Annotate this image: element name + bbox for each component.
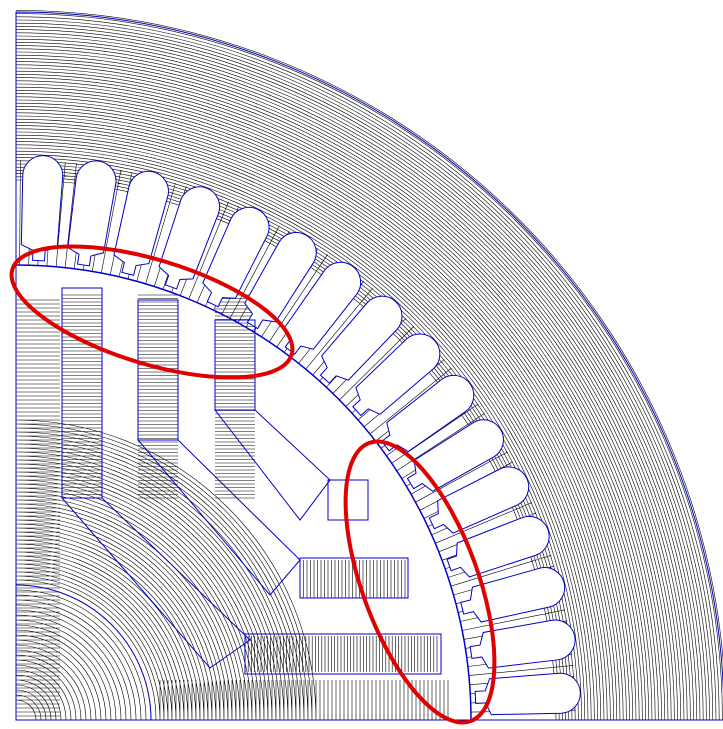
stator-slot: [319, 295, 403, 384]
stator-slot: [244, 232, 317, 330]
stator-slot: [352, 333, 441, 417]
highlight-ellipse: [343, 439, 497, 725]
stator-slot: [283, 261, 362, 355]
flux-line-field: [16, 10, 723, 721]
stator-outer-boundary: [15, 11, 723, 721]
air-gap-arc: [15, 264, 472, 721]
slot-outline: [20, 155, 64, 262]
shaft-boundary: [15, 584, 152, 721]
highlight-ellipse: [9, 244, 295, 380]
slot-outline: [474, 672, 581, 716]
slot-outline: [113, 170, 169, 276]
slot-outline: [469, 619, 576, 669]
flux-barrier: [60, 497, 251, 669]
flux-barrier: [136, 439, 301, 596]
slot-outline: [244, 232, 317, 330]
highlight-ellipses: [9, 244, 497, 725]
slot-outline: [381, 374, 475, 453]
slot-outline: [406, 419, 504, 492]
stator-slot: [406, 419, 504, 492]
rotor-magnet: [244, 633, 442, 675]
flux-barrier: [213, 409, 331, 521]
slot-outline: [67, 160, 117, 267]
stator-slot: [20, 155, 64, 262]
flux-lines: [16, 10, 723, 721]
slot-outline: [352, 333, 441, 417]
stator-outline: [15, 11, 723, 721]
stator-slot: [67, 160, 117, 267]
stator-slot: [469, 619, 576, 669]
stator-slots: [20, 155, 581, 716]
slot-outline: [283, 261, 362, 355]
stator-slot: [113, 170, 169, 276]
stator-slot: [381, 374, 475, 453]
slot-outline: [319, 295, 403, 384]
stator-slot: [474, 672, 581, 716]
